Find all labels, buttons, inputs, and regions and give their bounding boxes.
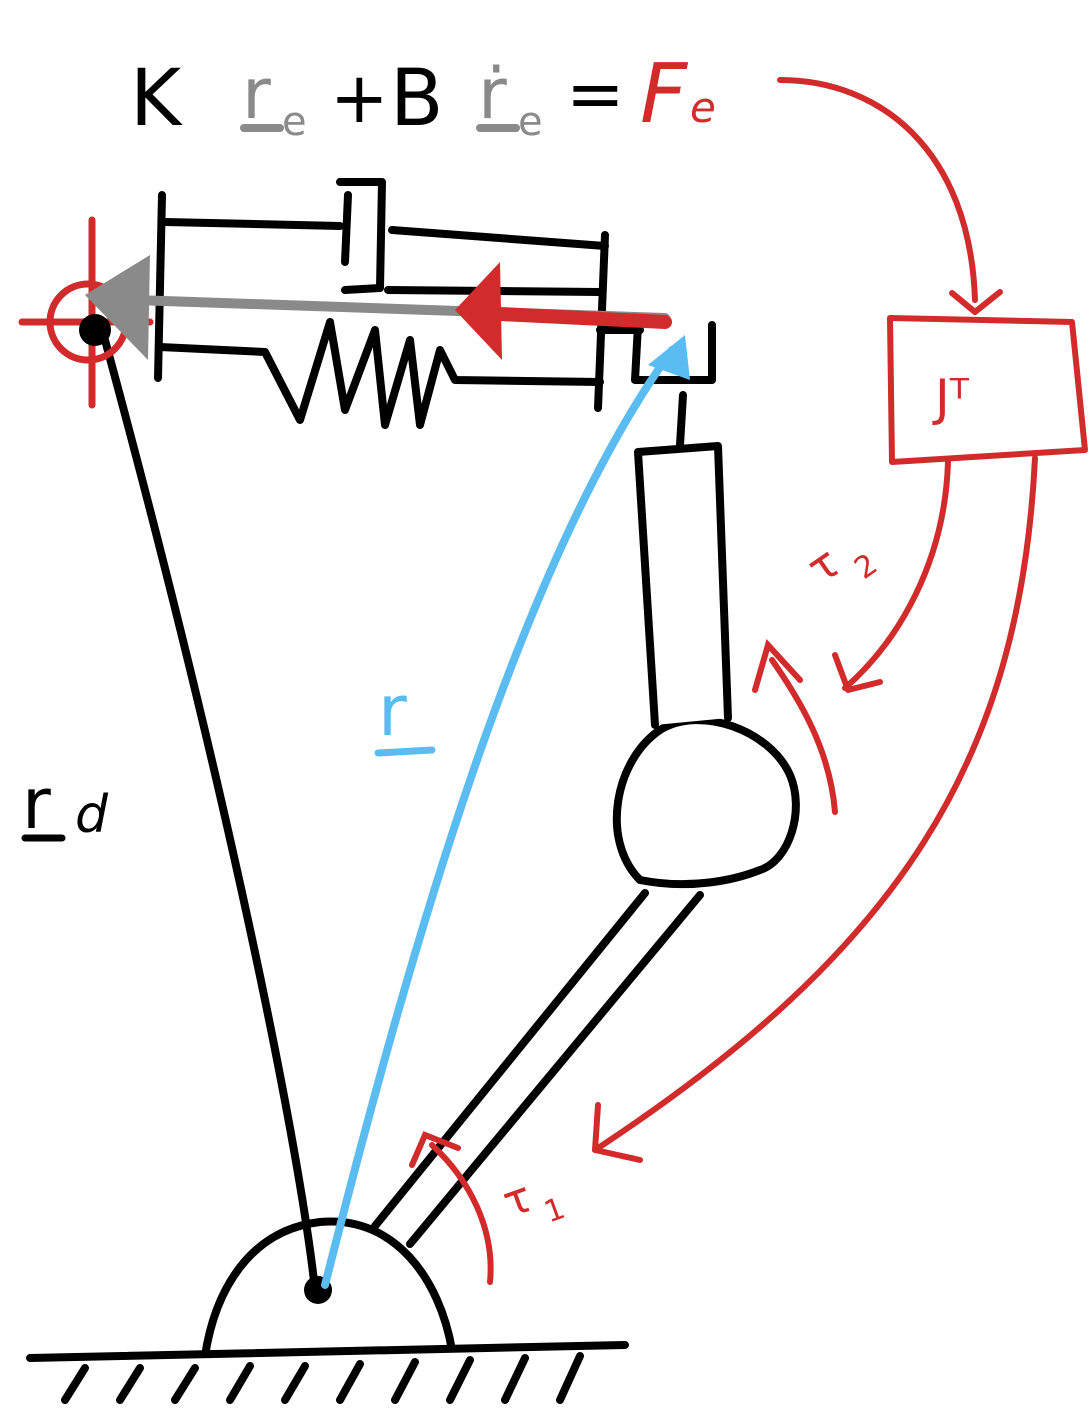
impedance-equation: K r e + B ṙ e = F e [130, 47, 716, 145]
label-r-desired: r d [21, 763, 109, 845]
ground [26, 1341, 629, 1404]
tau1-torque-arc [409, 1131, 494, 1285]
base-mount [201, 1217, 456, 1357]
equation-error-term: r e [240, 53, 307, 145]
jt-to-tau1-arrow [592, 455, 1038, 1153]
tau2-torque-arc [752, 639, 838, 815]
equation-force-term: F e [640, 47, 716, 142]
label-rd-sub: d [75, 785, 109, 845]
equation-r-error: r [242, 53, 271, 135]
tau2-symbol: τ [798, 537, 849, 594]
jt-to-tau2-arrowhead [832, 652, 883, 693]
desired-position-vector [101, 336, 319, 1294]
force-vector [455, 262, 672, 360]
link-1 [371, 889, 704, 1248]
tau1-symbol: τ [496, 1171, 538, 1228]
label-r-underline [374, 746, 436, 757]
jacobian-transpose-path [592, 77, 1088, 1163]
equation-f-sub: e [690, 83, 716, 132]
label-tau1: τ 1 [496, 1171, 570, 1230]
jt-box [887, 315, 1088, 465]
end-effector-position-vector [321, 346, 676, 1289]
equation-rdot-error-sub: e [518, 99, 543, 145]
position-arrowhead [648, 335, 690, 380]
ground-hatching [61, 1352, 584, 1404]
robot-arm [371, 321, 800, 1248]
equation-error-rate-term: ṙ e [476, 53, 543, 145]
link-2 [634, 442, 732, 729]
force-to-jt-arrowhead [949, 289, 1003, 315]
equation-f: F [640, 47, 689, 142]
spring [156, 318, 604, 429]
label-r: r [378, 670, 407, 752]
tau2-sub: 2 [848, 547, 884, 587]
equation-equals: = [566, 53, 625, 135]
ground-line [26, 1341, 629, 1362]
label-rd-main: r [22, 763, 51, 845]
label-r-vector: r [374, 670, 436, 757]
tau1-sub: 1 [540, 1191, 570, 1230]
equation-r-error-sub: e [282, 99, 307, 145]
equation-plus: + [330, 57, 389, 139]
spring-damper [154, 178, 644, 429]
jt-label: Jᵀ [932, 369, 970, 427]
damper-piston [161, 178, 386, 294]
equation-rdot-error: ṙ [478, 53, 507, 135]
elbow-joint [612, 716, 800, 889]
equation-k: K [130, 54, 183, 144]
jt-to-tau1-arrowhead [592, 1102, 643, 1163]
end-effector-gripper [631, 321, 716, 384]
equation-b: B [390, 54, 444, 144]
force-to-jt-arrow [777, 77, 978, 303]
error-arrowhead [85, 255, 150, 360]
label-tau2: τ 2 [798, 537, 884, 594]
jt-to-tau2-arrow [842, 459, 951, 691]
wrist [676, 391, 687, 449]
target-dot [79, 314, 111, 346]
force-arrowhead [455, 262, 502, 360]
